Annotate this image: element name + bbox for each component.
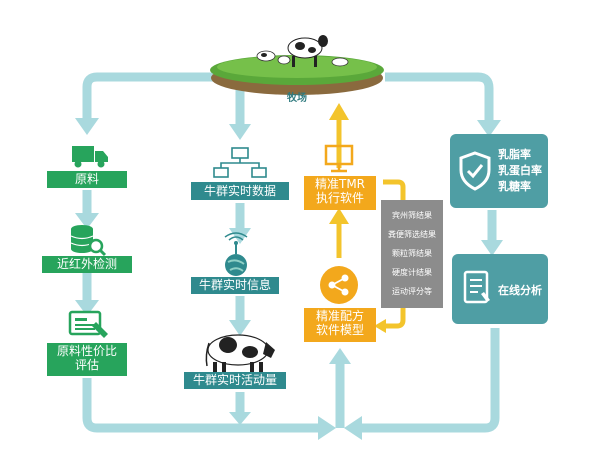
truck-icon — [72, 146, 108, 168]
metric-protein-rate: 乳蛋白率 — [498, 164, 542, 177]
tmr-execution-line-2: 执行软件 — [315, 190, 364, 205]
farm-label: 牧场 — [287, 93, 307, 104]
shield-check-icon — [459, 151, 491, 191]
online-analysis-label: 在线分析 — [498, 284, 542, 297]
formula-model-label: 精准配方 软件模型 — [304, 308, 376, 342]
result-item: 宾州筛结果 — [392, 211, 432, 220]
antenna-icon — [224, 232, 248, 276]
flow-arrowheads — [75, 118, 503, 440]
result-item: 硬度计结果 — [392, 268, 432, 277]
document-icon — [68, 310, 108, 338]
pasture-icon — [210, 35, 384, 95]
herd-realtime-info-label: 牛群实时信息 — [191, 277, 279, 294]
arrow-farm-right — [385, 72, 494, 120]
herd-realtime-activity-label: 牛群实时活动量 — [184, 372, 286, 389]
result-item: 颗粒筛结果 — [392, 249, 432, 258]
nir-detection-label: 近红外检测 — [42, 256, 132, 273]
herd-realtime-data-label: 牛群实时数据 — [191, 182, 289, 200]
farm-cow-icon — [256, 35, 349, 67]
cow-icon — [205, 334, 275, 378]
result-item: 粪便筛选结果 — [388, 230, 436, 239]
tmr-execution-label: 精准TMR 执行软件 — [304, 176, 376, 210]
raw-material-label: 原料 — [47, 171, 127, 188]
formula-model-line-1: 精准配方 — [315, 309, 364, 323]
report-icon — [463, 270, 490, 304]
tmr-execution-line-1: 精准TMR — [314, 177, 366, 191]
arrow-farm-left — [82, 72, 213, 118]
metric-fat-rate: 乳脂率 — [498, 148, 531, 161]
cost-evaluation-label: 原料性价比 评估 — [47, 343, 127, 376]
formula-model-line-2: 软件模型 — [315, 322, 364, 337]
flow-arrows — [82, 72, 500, 433]
arrow-right-bottom — [360, 328, 500, 433]
cost-evaluation-line-1: 原料性价比 — [56, 344, 117, 358]
share-icon — [320, 266, 358, 304]
cost-evaluation-line-2: 评估 — [74, 357, 99, 372]
monitor-icon — [324, 144, 354, 173]
arrow-left-bottom — [82, 378, 320, 433]
online-analysis-card: 在线分析 — [452, 254, 548, 324]
database-icon — [70, 225, 107, 257]
network-icon — [213, 147, 267, 178]
evaluation-results-box: 宾州筛结果 粪便筛选结果 颗粒筛结果 硬度计结果 运动评分等 — [381, 200, 443, 308]
result-item: 运动评分等 — [392, 287, 432, 296]
metric-lactose-rate: 乳糖率 — [498, 180, 531, 193]
milk-metrics-card: 乳脂率 乳蛋白率 乳糖率 — [450, 134, 548, 208]
